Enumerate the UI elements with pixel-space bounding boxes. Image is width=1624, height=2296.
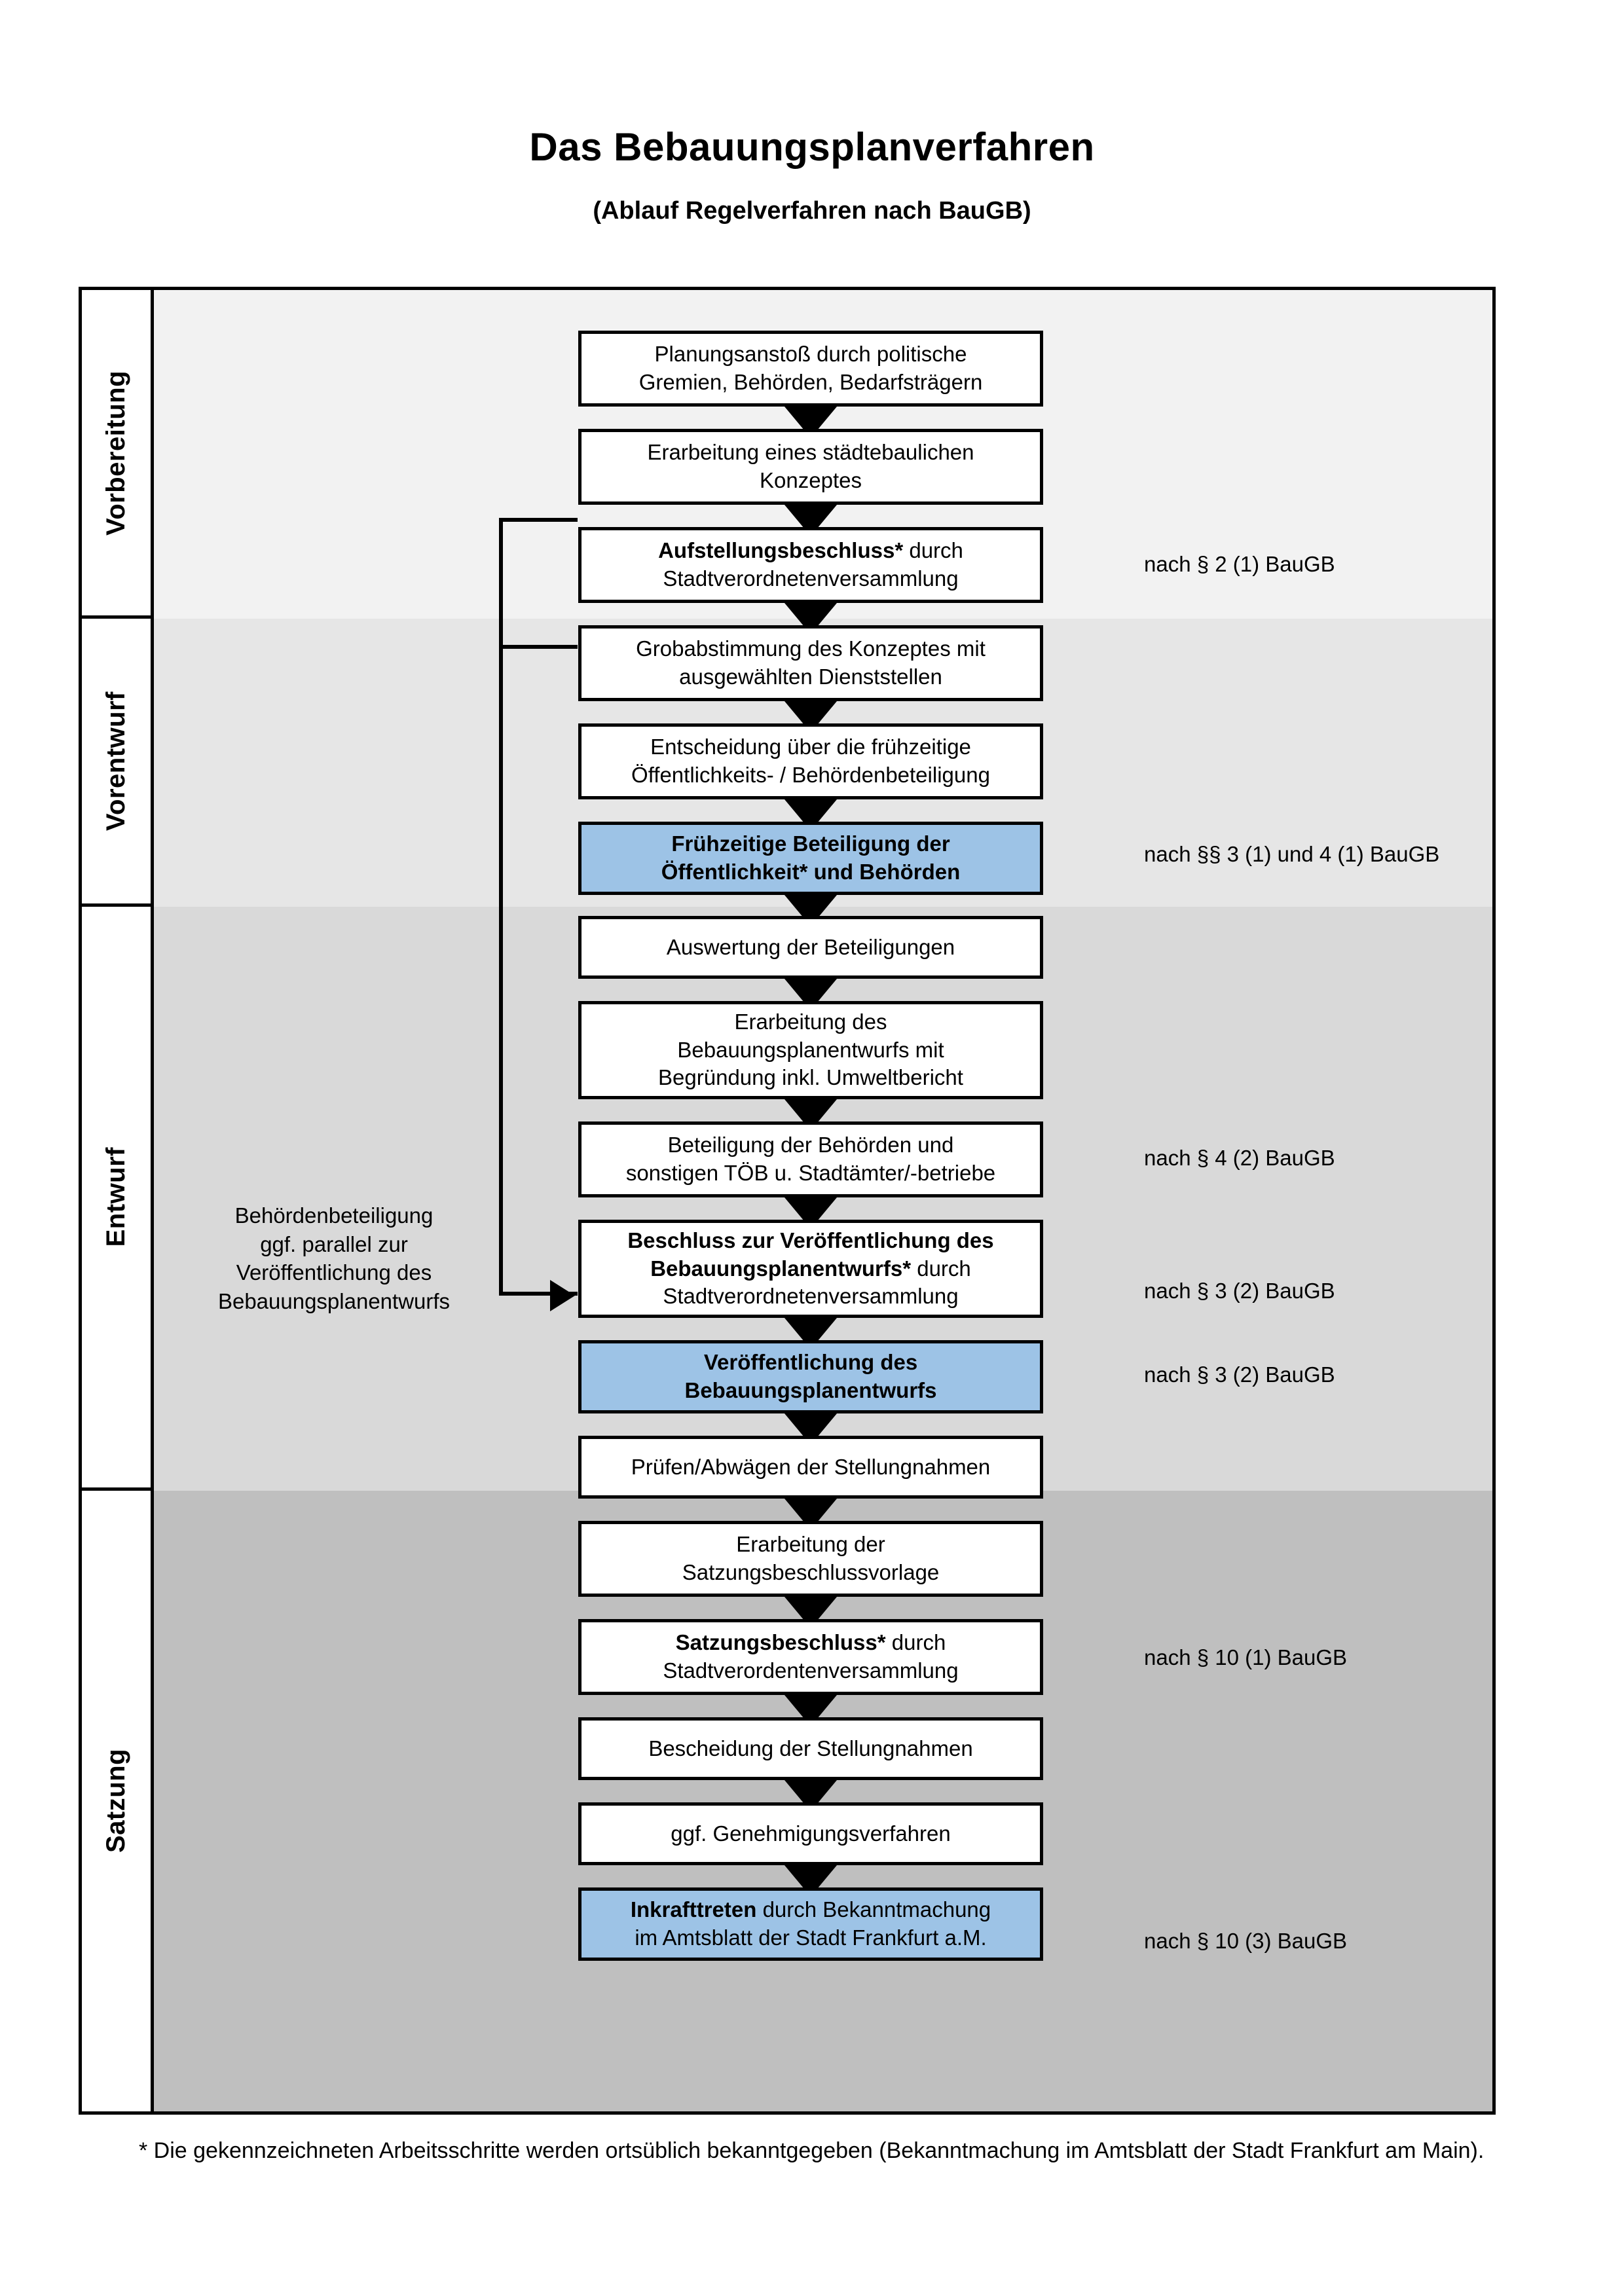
step-line-bold: Satzungsbeschluss* bbox=[675, 1630, 886, 1655]
step-line: Grobabstimmung des Konzeptes mit bbox=[636, 636, 986, 661]
legal-ref-par3-2-beschluss: nach § 3 (2) BauGB bbox=[1144, 1279, 1335, 1303]
step-box-erarbeitung-bebauungsplanentwurf[interactable]: Erarbeitung des Bebauungsplanentwurfs mi… bbox=[578, 1001, 1043, 1099]
step-box-bescheidung-stellungnahmen[interactable]: Bescheidung der Stellungnahmen bbox=[578, 1717, 1043, 1780]
step-line: Erarbeitung eines städtebaulichen bbox=[647, 440, 974, 465]
step-line: Erarbeitung des bbox=[734, 1009, 887, 1034]
step-line: ausgewählten Dienststellen bbox=[679, 665, 942, 689]
step-line: Stadtverordentenversammlung bbox=[663, 1658, 959, 1683]
step-box-grobabstimmung[interactable]: Grobabstimmung des Konzeptes mit ausgewä… bbox=[578, 625, 1043, 701]
step-line: durch bbox=[885, 1630, 946, 1655]
step-line: durch Bekanntmachung bbox=[756, 1897, 991, 1922]
legal-ref-par4-2: nach § 4 (2) BauGB bbox=[1144, 1146, 1335, 1170]
step-line: Satzungsbeschlussvorlage bbox=[682, 1560, 940, 1584]
step-line-bold: Aufstellungsbeschluss* bbox=[658, 538, 904, 563]
step-line: Stadtverordnetenversammlung bbox=[663, 566, 959, 591]
step-line: Öffentlichkeits- / Behördenbeteiligung bbox=[631, 763, 990, 787]
step-line: Planungsanstoß durch politische bbox=[654, 342, 967, 367]
parallel-bracket-line bbox=[499, 518, 578, 1296]
step-box-aufstellungsbeschluss[interactable]: Aufstellungsbeschluss* durch Stadtverord… bbox=[578, 527, 1043, 603]
phase-label-entwurf: Entwurf bbox=[82, 907, 151, 1491]
page-subtitle: (Ablauf Regelverfahren nach BauGB) bbox=[593, 197, 1031, 225]
step-line: Bescheidung der Stellungnahmen bbox=[648, 1736, 973, 1760]
step-box-staedtebauliches-konzept[interactable]: Erarbeitung eines städtebaulichen Konzep… bbox=[578, 429, 1043, 505]
step-line: Erarbeitung der bbox=[736, 1532, 885, 1557]
step-box-planungsanstoss[interactable]: Planungsanstoß durch politische Gremien,… bbox=[578, 331, 1043, 407]
phase-label-satzung: Satzung bbox=[82, 1491, 151, 2111]
step-line: durch bbox=[911, 1256, 971, 1281]
step-line: durch bbox=[903, 538, 963, 563]
step-box-fruehzeitige-beteiligung[interactable]: Frühzeitige Beteiligung der Öffentlichke… bbox=[578, 822, 1043, 895]
step-line: Begründung inkl. Umweltbericht bbox=[658, 1065, 963, 1090]
parallel-bracket-arrowhead bbox=[550, 1280, 575, 1311]
step-line: Konzeptes bbox=[760, 468, 862, 492]
phase-label-text: Satzung bbox=[101, 1749, 130, 1853]
step-line: Prüfen/Abwägen der Stellungnahmen bbox=[631, 1454, 991, 1479]
phase-label-text: Vorentwurf bbox=[101, 691, 130, 831]
page-title: Das Bebauungsplanverfahren bbox=[529, 125, 1095, 169]
step-line-bold: Beschluss zur Veröffentlichung des bbox=[627, 1228, 994, 1252]
step-line: Stadtverordnetenversammlung bbox=[663, 1284, 959, 1309]
legal-ref-par3-2-veroeffentlichung: nach § 3 (2) BauGB bbox=[1144, 1362, 1335, 1387]
step-line-bold: Bebauungsplanentwurfs* bbox=[650, 1256, 912, 1281]
legal-ref-par10-1: nach § 10 (1) BauGB bbox=[1144, 1645, 1348, 1669]
sidenote-line-4: Bebauungsplanentwurfs bbox=[217, 1288, 451, 1313]
step-line: Bebauungsplanentwurfs mit bbox=[677, 1037, 944, 1062]
legal-ref-par10-3: nach § 10 (3) BauGB bbox=[1144, 1929, 1348, 1953]
sidenote-line-1: Behördenbeteiligung bbox=[234, 1203, 434, 1228]
sidenote-parallel-behoerdenbeteiligung: Behördenbeteiligung ggf. parallel zur Ve… bbox=[187, 1201, 481, 1315]
step-line: Entscheidung über die frühzeitige bbox=[650, 735, 971, 759]
step-box-entscheidung-fruehzeitige-beteiligung[interactable]: Entscheidung über die frühzeitige Öffent… bbox=[578, 723, 1043, 799]
step-line: ggf. Genehmigungsverfahren bbox=[671, 1821, 951, 1846]
step-box-pruefen-abwaegen[interactable]: Prüfen/Abwägen der Stellungnahmen bbox=[578, 1436, 1043, 1499]
phase-label-text: Entwurf bbox=[101, 1147, 130, 1247]
sidenote-line-2: ggf. parallel zur bbox=[260, 1231, 408, 1256]
step-line-bold: Öffentlichkeit* und Behörden bbox=[661, 860, 961, 884]
phase-label-text: Vorbereitung bbox=[101, 370, 130, 536]
step-box-erarbeitung-satzungsbeschlussvorlage[interactable]: Erarbeitung der Satzungsbeschlussvorlage bbox=[578, 1521, 1043, 1597]
sidenote-line-3: Veröffentlichung des bbox=[236, 1260, 432, 1285]
step-box-veroeffentlichung-bebauungsplanentwurf[interactable]: Veröffentlichung des Bebauungsplanentwur… bbox=[578, 1340, 1043, 1413]
phase-label-vorentwurf: Vorentwurf bbox=[82, 619, 151, 907]
step-line-bold: Frühzeitige Beteiligung der bbox=[671, 831, 950, 856]
step-line-bold: Veröffentlichung des bbox=[703, 1350, 918, 1375]
step-box-auswertung-beteiligungen[interactable]: Auswertung der Beteiligungen bbox=[578, 916, 1043, 979]
step-box-genehmigungsverfahren[interactable]: ggf. Genehmigungsverfahren bbox=[578, 1802, 1043, 1865]
legal-ref-par3-1-und-4-1: nach §§ 3 (1) und 4 (1) BauGB bbox=[1144, 842, 1440, 866]
step-line: Gremien, Behörden, Bedarfsträgern bbox=[638, 370, 983, 394]
step-line: sonstigen TÖB u. Stadtämter/-betriebe bbox=[625, 1161, 996, 1185]
phase-label-vorbereitung: Vorbereitung bbox=[82, 290, 151, 619]
step-line-bold: Inkrafttreten bbox=[630, 1897, 757, 1922]
page-header: Das Bebauungsplanverfahren (Ablauf Regel… bbox=[0, 0, 1624, 225]
step-line: Beteiligung der Behörden und bbox=[667, 1133, 954, 1157]
step-box-inkrafttreten[interactable]: Inkrafttreten durch Bekanntmachung im Am… bbox=[578, 1887, 1043, 1961]
step-box-beschluss-veroeffentlichung[interactable]: Beschluss zur Veröffentlichung des Bebau… bbox=[578, 1220, 1043, 1318]
step-line-bold: Bebauungsplanentwurfs bbox=[684, 1378, 937, 1402]
process-flow-diagram: Vorbereitung Vorentwurf Entwurf Satzung … bbox=[79, 287, 1496, 2115]
footnote: * Die gekennzeichneten Arbeitsschritte w… bbox=[139, 2138, 1485, 2163]
step-line: Auswertung der Beteiligungen bbox=[666, 934, 955, 959]
step-box-satzungsbeschluss[interactable]: Satzungsbeschluss* durch Stadtverordente… bbox=[578, 1619, 1043, 1695]
step-box-beteiligung-behoerden-toeb[interactable]: Beteiligung der Behörden und sonstigen T… bbox=[578, 1121, 1043, 1197]
phase-rail: Vorbereitung Vorentwurf Entwurf Satzung bbox=[82, 290, 154, 2111]
step-line: im Amtsblatt der Stadt Frankfurt a.M. bbox=[635, 1925, 987, 1950]
legal-ref-par2-1: nach § 2 (1) BauGB bbox=[1144, 552, 1335, 576]
